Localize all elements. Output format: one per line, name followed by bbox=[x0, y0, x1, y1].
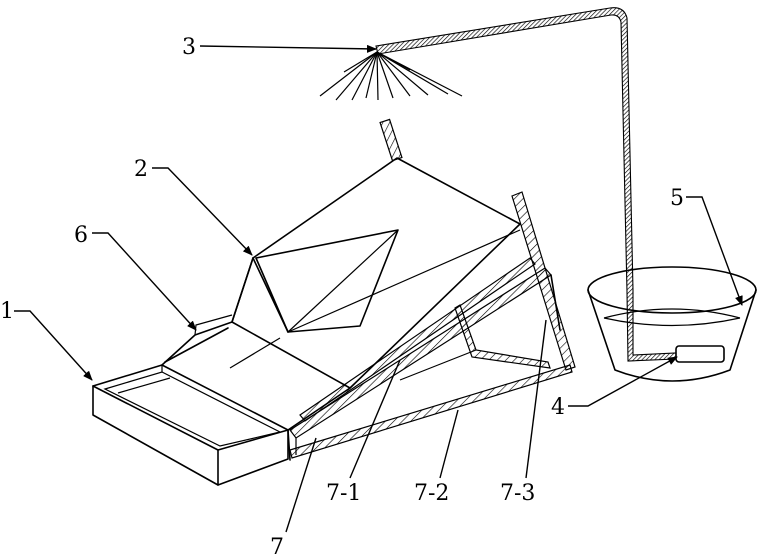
water-pipe bbox=[376, 8, 676, 361]
label-4: 4 bbox=[551, 395, 565, 420]
water-bowl bbox=[588, 267, 756, 381]
label-6: 6 bbox=[74, 223, 88, 248]
label-2: 2 bbox=[134, 157, 148, 182]
support-post bbox=[380, 119, 402, 160]
label-7: 7 bbox=[270, 535, 284, 560]
label-3: 3 bbox=[182, 35, 196, 60]
label-1: 1 bbox=[0, 299, 14, 324]
collection-tray bbox=[93, 365, 288, 485]
label-7-3: 7-3 bbox=[500, 481, 535, 506]
water-pump bbox=[676, 346, 724, 362]
inclined-basin bbox=[288, 192, 575, 460]
label-5: 5 bbox=[670, 186, 684, 211]
label-7-1: 7-1 bbox=[326, 481, 361, 506]
sprinkler-nozzle bbox=[320, 52, 462, 100]
label-7-2: 7-2 bbox=[414, 481, 449, 506]
